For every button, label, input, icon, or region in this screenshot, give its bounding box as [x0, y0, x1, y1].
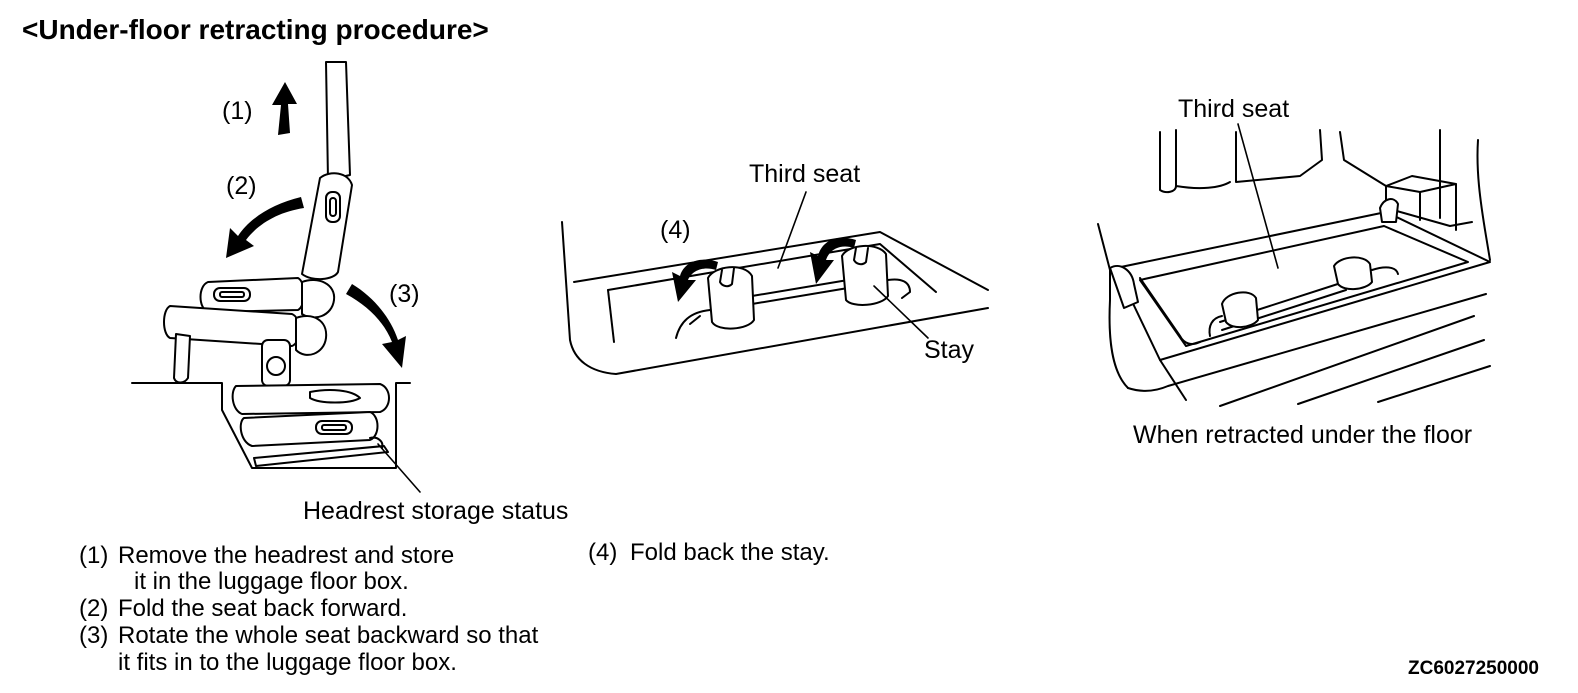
retracted-seat-drawing: [1097, 123, 1491, 407]
stay-label: Stay: [924, 336, 975, 364]
step-3-text-line1: Rotate the whole seat backward so that: [118, 622, 539, 649]
arrow-curved-down-icon: [346, 284, 406, 368]
step-1-text-line2: it in the luggage floor box.: [134, 568, 409, 595]
step-4-text: Fold back the stay.: [630, 539, 830, 566]
step-1-number: (1): [79, 542, 109, 569]
arrow-curved-forward-icon: [226, 197, 304, 258]
third-seat-label-right: Third seat: [1178, 95, 1290, 123]
stay-folding-drawing: [561, 191, 989, 375]
step-2-marker: (2): [226, 172, 257, 200]
fold-arrow-right-icon: [810, 237, 856, 284]
step-1-marker: (1): [222, 97, 253, 125]
seat-folding-drawing: [131, 61, 421, 493]
step-3-text-line2: it fits in to the luggage floor box.: [118, 649, 457, 676]
step-4-marker: (4): [660, 216, 691, 244]
step-1-text-line1: Remove the headrest and store: [118, 542, 455, 569]
page-title: <Under-floor retracting procedure>: [22, 14, 489, 45]
arrow-up-icon: [272, 82, 297, 135]
headrest-storage-caption: Headrest storage status: [303, 497, 569, 525]
retracted-caption: When retracted under the floor: [1133, 421, 1473, 449]
step-2-text: Fold the seat back forward.: [118, 595, 408, 622]
step-4-number: (4): [588, 539, 618, 566]
third-seat-label-middle: Third seat: [749, 160, 861, 188]
fold-arrow-left-icon: [672, 259, 718, 302]
step-3-marker: (3): [389, 280, 420, 308]
figure-code: ZC6027250000: [1408, 658, 1539, 679]
step-2-number: (2): [79, 595, 109, 622]
step-3-number: (3): [79, 622, 109, 649]
